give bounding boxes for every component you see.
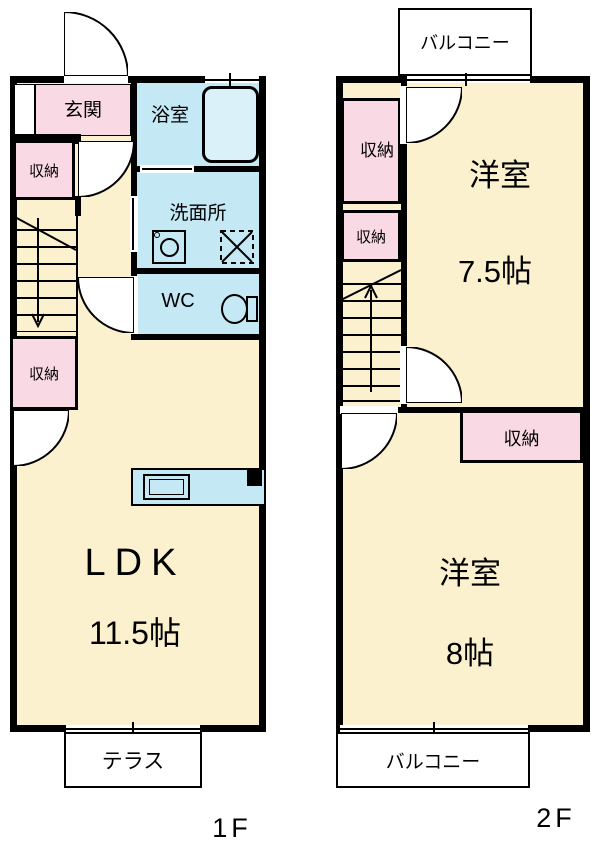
entrance-label: 玄関	[35, 88, 131, 128]
closet-b-label: 収納	[341, 210, 401, 262]
closet-lower-text: 収納	[28, 365, 59, 383]
closet-c-text: 収納	[503, 429, 540, 449]
room-top-size-label: 7.5帖	[420, 246, 570, 290]
closet-a-2f	[341, 98, 401, 204]
wall-washroom-bottom	[131, 268, 266, 274]
closet-c-label: 収納	[460, 413, 583, 463]
room-top-label: 洋室	[430, 150, 570, 194]
balcony-bottom: バルコニー	[336, 732, 530, 788]
room-bottom-door-opening	[340, 406, 398, 414]
closet-c-2f	[460, 413, 583, 463]
floor1-label: 1F	[200, 810, 264, 846]
stair-direction-arrow-icon	[31, 218, 45, 329]
room-bottom-size-text: 8帖	[445, 635, 495, 671]
balcony-top-text: バルコニー	[420, 33, 510, 53]
room-bottom-size-label: 8帖	[400, 628, 540, 672]
room-bottom-door-arc	[341, 413, 397, 469]
wall-closet-top	[10, 134, 78, 140]
room-top-size-text: 7.5帖	[457, 253, 533, 289]
ldk-size-text: 11.5帖	[89, 615, 181, 651]
room-top-text: 洋室	[469, 157, 531, 193]
wall-bath-bottom	[131, 166, 266, 172]
balcony-top: バルコニー	[398, 8, 532, 76]
room-top-door-arc	[406, 87, 462, 143]
toilet-bowl-icon	[221, 294, 248, 324]
bathroom-label: 浴室	[138, 101, 202, 126]
closet-lower-door-arc	[13, 410, 69, 466]
kitchen-stove-icon	[247, 470, 262, 486]
balcony-top-sliding-tick	[465, 73, 467, 86]
wall-stub-a	[75, 134, 81, 144]
closet-upper-door-arc	[78, 141, 134, 197]
entrance-door-opening	[64, 76, 128, 83]
washroom-area	[137, 172, 259, 268]
wall-2f-vertical	[401, 76, 407, 413]
floor1-name-text: 1F	[212, 812, 252, 843]
terrace-sliding-door-tick	[132, 722, 134, 735]
washbasin-faucet-icon	[154, 232, 160, 238]
stair-hall-door-arc	[406, 347, 462, 403]
closet-lower-1f	[10, 336, 78, 410]
ldk-label: LDK	[55, 540, 215, 586]
washroom-label: 洗面所	[140, 199, 256, 224]
ldk-text: LDK	[84, 541, 186, 584]
washbasin-icon	[152, 230, 186, 264]
wc-text: WC	[161, 289, 195, 312]
staircase-2f-bottom-line	[341, 400, 401, 402]
kitchen-sink-icon	[143, 474, 190, 500]
balcony-bottom-sliding-tick	[433, 722, 435, 735]
floor2-name-text: 2F	[536, 802, 576, 833]
closet-upper-label: 収納	[13, 140, 75, 200]
room-top-door-opening	[400, 86, 408, 144]
wall-wc-bottom	[131, 334, 266, 340]
closet-b-text: 収納	[355, 228, 386, 246]
ldk-size-label: 11.5帖	[55, 610, 215, 652]
entrance-text: 玄関	[63, 99, 102, 121]
wall-2f-horizontal	[336, 407, 590, 413]
terrace: テラス	[64, 732, 202, 788]
washbasin-bowl-icon	[160, 238, 179, 257]
floor2-label: 2F	[524, 800, 588, 836]
bathroom-text: 浴室	[150, 104, 189, 126]
terrace-label: テラス	[101, 750, 165, 773]
washroom-door-opening	[130, 196, 138, 252]
bathroom-window-line	[205, 79, 259, 81]
wc-door-arc	[78, 277, 134, 333]
stair-up-arrow-icon	[364, 283, 378, 392]
wc-door-opening	[130, 276, 138, 334]
balcony-bottom-text: バルコニー	[385, 751, 481, 773]
kitchen-sink-inner	[149, 479, 184, 495]
washroom-sliding-door	[132, 198, 134, 250]
closet-b-2f	[341, 210, 401, 262]
bathtub-icon	[202, 86, 259, 163]
room-bottom-label: 洋室	[400, 548, 540, 592]
room-bottom-text: 洋室	[439, 555, 501, 591]
staircase-winder-line	[13, 215, 76, 251]
washing-machine-pan-icon	[220, 230, 254, 264]
stair-hall-door-opening	[400, 346, 408, 404]
closet-a-label: 収納	[341, 98, 401, 204]
entrance-door-arc	[64, 12, 128, 76]
shoe-cabinet	[14, 84, 35, 136]
bathroom-window-tick	[229, 73, 231, 86]
closet-upper-1f	[13, 140, 75, 200]
washroom-text: 洗面所	[169, 202, 227, 224]
bath-sliding-door	[142, 168, 192, 170]
staircase-side-line	[76, 214, 78, 336]
closet-lower-label: 収納	[10, 336, 78, 410]
closet-a-text: 収納	[360, 140, 394, 160]
entrance-area	[35, 84, 131, 136]
wc-label: WC	[150, 289, 206, 313]
wall-stub-b	[75, 196, 81, 216]
closet-upper-text: 収納	[28, 162, 59, 180]
